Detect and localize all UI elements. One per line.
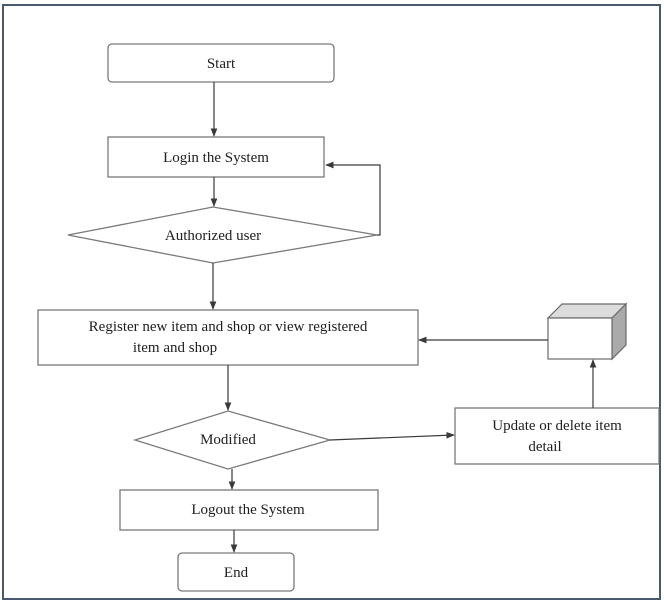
arrow-authorized-loop-to-login — [325, 161, 381, 236]
arrow-modified-to-update — [329, 431, 455, 441]
diagram-frame — [2, 4, 661, 600]
start-node: Start — [107, 43, 335, 83]
update-label-line1: Update or delete item — [492, 418, 622, 434]
data-store-cube-icon — [546, 302, 628, 361]
modified-decision: Modified — [132, 410, 333, 470]
start-label: Start — [207, 56, 236, 72]
update-node: Update or delete item detail — [454, 407, 660, 465]
register-node: Register new item and shop or view regis… — [37, 309, 419, 366]
authorized-label: Authorized user — [165, 228, 261, 244]
update-label-line2: detail — [528, 439, 561, 455]
modified-label: Modified — [200, 432, 256, 448]
authorized-decision: Authorized user — [67, 206, 378, 264]
end-node: End — [177, 552, 295, 592]
login-node: Login the System — [107, 136, 325, 178]
end-label: End — [224, 565, 249, 581]
register-label-line1: Register new item and shop or view regis… — [89, 319, 368, 335]
logout-label: Logout the System — [191, 502, 305, 518]
login-label: Login the System — [163, 150, 269, 166]
register-label-line2: item and shop — [133, 340, 217, 356]
logout-node: Logout the System — [119, 489, 379, 531]
